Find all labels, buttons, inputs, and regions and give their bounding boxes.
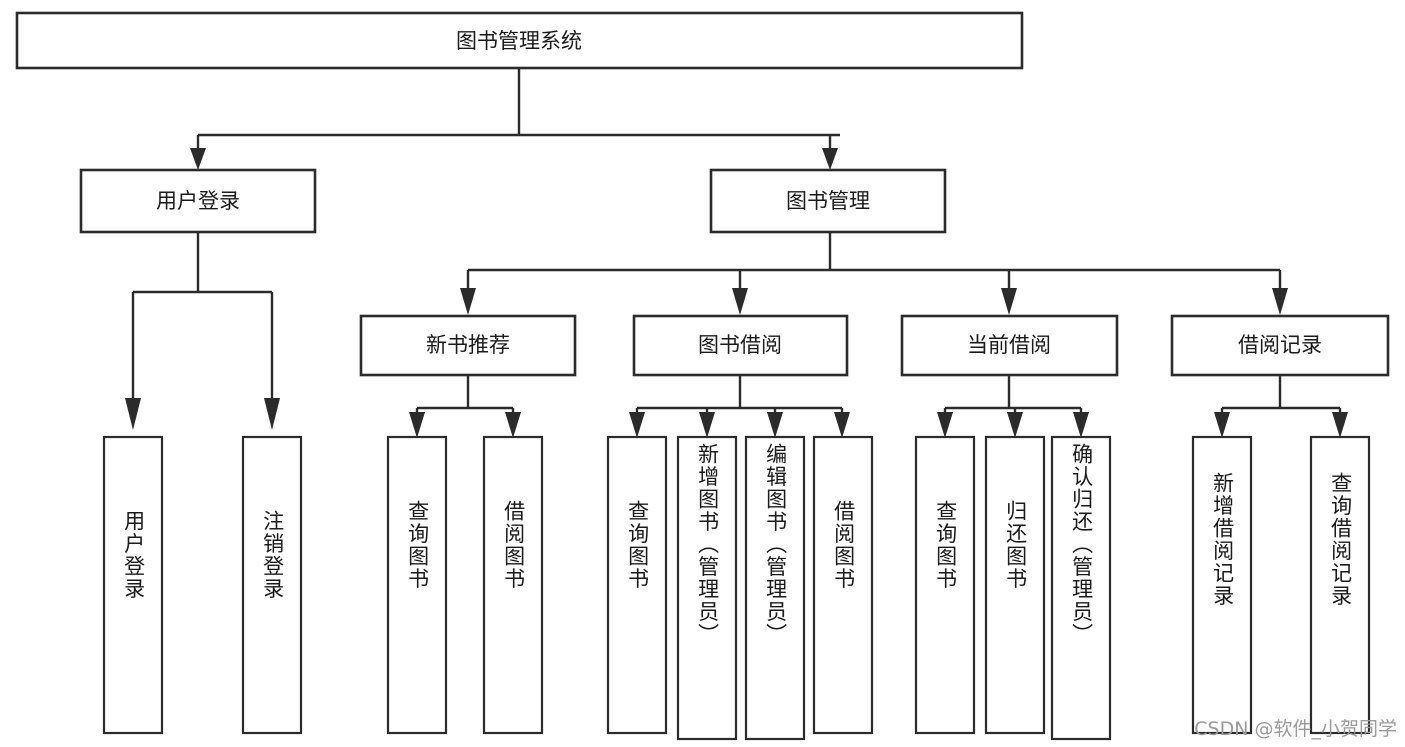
leaf-rect-query-record[interactable] — [1309, 435, 1371, 735]
node-root[interactable]: 图书管理系统 — [15, 11, 1024, 70]
arrow-head-edit-book — [767, 412, 783, 438]
node-book-manage[interactable]: 图书管理 — [709, 168, 947, 234]
node-book-borrow-rect[interactable] — [632, 314, 849, 377]
leaf-rect-borrow-book-2[interactable] — [812, 435, 874, 735]
arrow-head-confirm-return — [1073, 412, 1089, 438]
leaf-rect-return-book[interactable] — [984, 435, 1046, 735]
arrow-head-leaf-user-login — [125, 398, 141, 430]
arrow-head-add-record — [1214, 412, 1230, 438]
node-root-label: 图书管理系统 — [456, 29, 582, 53]
node-current-borrow-label: 当前借阅 — [967, 333, 1051, 357]
arrow-head-borrow-record — [1272, 288, 1288, 315]
arrow-head-borrow-book-1 — [505, 412, 521, 438]
arrow-head-return-book — [1007, 412, 1023, 438]
arrow-head-user-login — [190, 148, 206, 170]
leaf-rect-edit-book[interactable] — [744, 435, 806, 741]
node-new-book-recommend[interactable]: 新书推荐 — [359, 314, 577, 377]
node-borrow-record-label: 借阅记录 — [1238, 333, 1322, 357]
leaf-rect-add-record[interactable] — [1191, 435, 1253, 735]
node-book-manage-label: 图书管理 — [786, 189, 870, 213]
node-book-manage-rect[interactable] — [709, 168, 947, 234]
node-user-login-rect[interactable] — [79, 168, 317, 234]
leaf-rect-query-book-2[interactable] — [606, 435, 668, 735]
node-current-borrow[interactable]: 当前借阅 — [900, 314, 1119, 377]
leaf-rect-query-book-1[interactable] — [386, 435, 448, 735]
connector-group — [125, 68, 1348, 438]
node-user-login-label: 用户登录 — [156, 189, 240, 213]
leaf-rect-confirm-return[interactable] — [1050, 435, 1112, 741]
node-new-book-recommend-label: 新书推荐 — [426, 333, 510, 357]
node-new-book-recommend-rect[interactable] — [359, 314, 577, 377]
arrow-head-new-book — [460, 288, 476, 315]
leaf-rect-query-book-3[interactable] — [914, 435, 976, 735]
leaf-rect-borrow-book-1[interactable] — [482, 435, 544, 735]
arrow-head-query-book-3 — [937, 412, 953, 438]
arrow-head-query-book-1 — [409, 412, 425, 438]
arrow-head-book-borrow — [732, 288, 748, 315]
node-book-borrow[interactable]: 图书借阅 — [632, 314, 849, 377]
arrow-head-leaf-logout — [264, 398, 280, 430]
arrow-head-query-book-2 — [629, 412, 645, 438]
arrow-head-current-borrow — [1001, 288, 1017, 315]
node-user-login[interactable]: 用户登录 — [79, 168, 317, 234]
leaf-rect-logout[interactable] — [241, 435, 303, 735]
node-book-borrow-label: 图书借阅 — [698, 333, 782, 357]
arrow-head-query-record — [1332, 412, 1348, 438]
node-borrow-record[interactable]: 借阅记录 — [1170, 314, 1390, 377]
arrow-head-borrow-book-2 — [834, 412, 850, 438]
leaf-rect-user-login[interactable] — [102, 435, 164, 735]
arrow-head-add-book — [699, 412, 715, 438]
node-current-borrow-rect[interactable] — [900, 314, 1119, 377]
node-root-rect[interactable] — [15, 11, 1024, 70]
node-borrow-record-rect[interactable] — [1170, 314, 1390, 377]
arrow-head-book-manage — [822, 148, 838, 170]
leaf-rect-add-book[interactable] — [676, 435, 738, 741]
